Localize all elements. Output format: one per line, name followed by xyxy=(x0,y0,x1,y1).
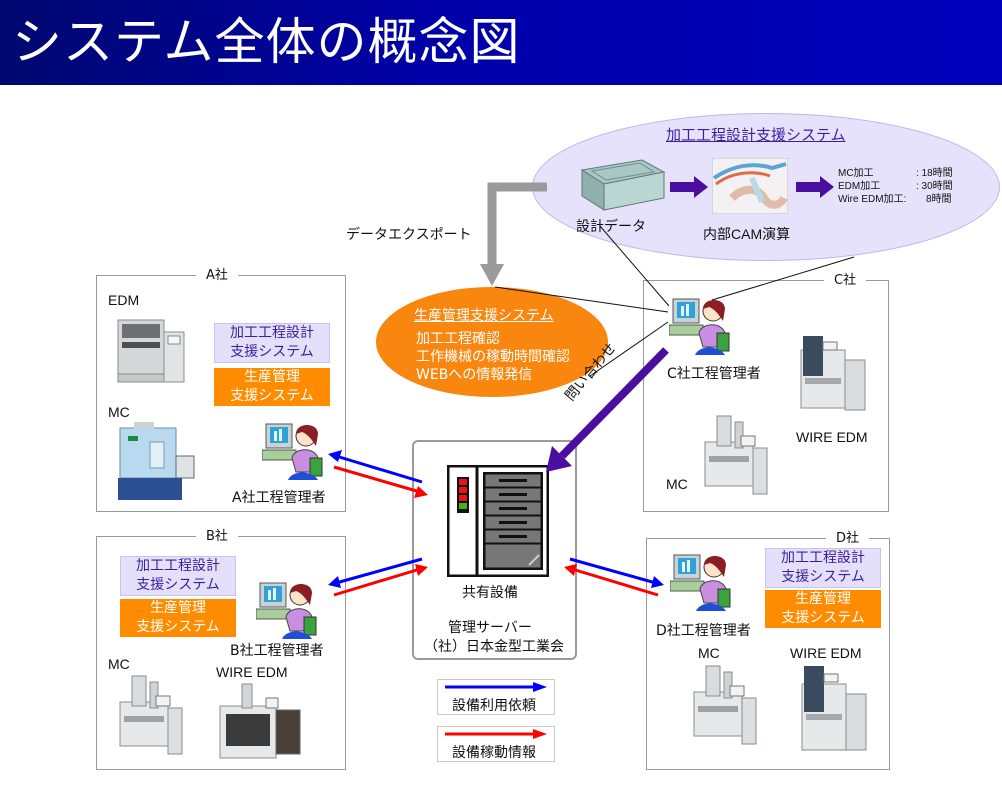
status-arrow-b xyxy=(333,567,421,597)
flow-arrow-icon xyxy=(670,176,708,198)
process-system-box-d: 加工工程設計 支援システム xyxy=(765,548,881,588)
request-arrow-a xyxy=(335,454,423,484)
server-name: 管理サーバー xyxy=(448,619,532,635)
process-system-box-a: 加工工程設計 支援システム xyxy=(214,323,330,363)
production-system-box-d: 生産管理 支援システム xyxy=(765,590,881,628)
design-data-model-icon xyxy=(580,159,666,211)
machine-label-mc: MC xyxy=(108,404,130,420)
company-a-label: A社 xyxy=(196,268,238,284)
wire-edm-machine-image-d xyxy=(801,666,867,751)
export-arrow-head xyxy=(480,264,504,286)
request-arrow-d xyxy=(569,557,657,585)
result-value-wire: 8時間 xyxy=(926,194,952,205)
company-c-label: C社 xyxy=(824,273,867,289)
legend-status-arrow xyxy=(445,729,547,739)
production-system-a-line-1: 生産管理 xyxy=(244,369,300,385)
machine-label-c-wire-edm: WIRE EDM xyxy=(796,429,868,445)
process-system-box-b: 加工工程設計 支援システム xyxy=(120,556,236,596)
machine-label-b-mc: MC xyxy=(108,656,130,672)
result-name-wire: Wire EDM加工: xyxy=(838,194,907,205)
machine-label-edm: EDM xyxy=(108,292,140,308)
production-system-a-line-2: 支援システム xyxy=(230,388,314,404)
manager-label-b: B社工程管理者 xyxy=(230,643,324,659)
process-design-system-title: 加工工程設計支援システム xyxy=(666,126,846,144)
production-system-d-line-1: 生産管理 xyxy=(795,591,851,607)
production-system-line-3: WEBへの情報発信 xyxy=(416,367,533,383)
mc-machine-image-c xyxy=(704,415,768,495)
manager-icon-b xyxy=(256,582,317,639)
legend-request-arrow xyxy=(445,682,547,692)
mc-machine-image-d xyxy=(693,665,757,745)
company-b-label: B社 xyxy=(196,529,238,545)
server-rack-icon xyxy=(447,465,549,577)
manager-label-a: A社工程管理者 xyxy=(232,490,326,506)
cam-render-image xyxy=(712,158,788,214)
process-system-d-line-1: 加工工程設計 xyxy=(781,550,865,566)
machine-label-c-mc: MC xyxy=(666,476,688,492)
legend-status-label: 設備稼動情報 xyxy=(452,745,536,761)
cam-label: 内部CAM演算 xyxy=(703,226,791,242)
mc-machine-image-b xyxy=(119,675,183,755)
result-value-edm: : 30時間 xyxy=(916,181,953,192)
edm-machine-image xyxy=(117,319,185,383)
manager-icon-d xyxy=(670,554,731,611)
machine-label-d-wire-edm: WIRE EDM xyxy=(790,645,862,661)
production-system-b-line-1: 生産管理 xyxy=(150,600,206,616)
machine-label-b-wire-edm: WIRE EDM xyxy=(216,664,288,680)
process-system-b-line-1: 加工工程設計 xyxy=(136,558,220,574)
production-system-box-a: 生産管理 支援システム xyxy=(214,368,330,406)
mc-machine-image xyxy=(118,422,195,500)
header-banner: システム全体の概念図 xyxy=(0,0,1002,85)
wire-edm-machine-image-c xyxy=(800,336,866,411)
manager-icon-a xyxy=(262,423,323,480)
manager-label-d: D社工程管理者 xyxy=(656,623,751,639)
request-arrow-b xyxy=(335,557,423,585)
server-label: 共有設備 xyxy=(462,584,518,600)
machine-label-d-mc: MC xyxy=(698,645,720,661)
result-name-edm: EDM加工 xyxy=(838,181,881,192)
process-system-a-line-1: 加工工程設計 xyxy=(230,325,314,341)
company-d-label: D社 xyxy=(826,531,870,547)
production-system-line-1: 加工工程確認 xyxy=(416,331,500,347)
production-system-d-line-2: 支援システム xyxy=(781,610,865,626)
process-system-d-line-2: 支援システム xyxy=(781,569,865,585)
result-value-mc: : 18時間 xyxy=(916,168,953,179)
flow-arrow-icon xyxy=(796,176,834,198)
manager-icon-c xyxy=(669,298,730,355)
status-arrow-a xyxy=(333,465,421,494)
production-system-title: 生産管理支援システム xyxy=(414,308,554,324)
process-system-a-line-2: 支援システム xyxy=(230,344,314,360)
wire-edm-machine-image-b xyxy=(219,683,301,759)
page-title: システム全体の概念図 xyxy=(12,13,521,71)
result-name-mc: MC加工 xyxy=(838,168,874,179)
design-data-label: 設計データ xyxy=(576,218,646,234)
production-system-box-b: 生産管理 支援システム xyxy=(120,599,236,637)
legend-request-label: 設備利用依頼 xyxy=(452,698,536,714)
production-system-b-line-2: 支援システム xyxy=(136,619,220,635)
process-system-b-line-2: 支援システム xyxy=(136,577,220,593)
production-system-line-2: 工作機械の稼動時間確認 xyxy=(416,349,570,365)
manager-label-c: C社工程管理者 xyxy=(667,366,761,382)
data-export-label: データエクスポート xyxy=(346,226,472,242)
server-org: （社）日本金型工業会 xyxy=(424,638,564,654)
